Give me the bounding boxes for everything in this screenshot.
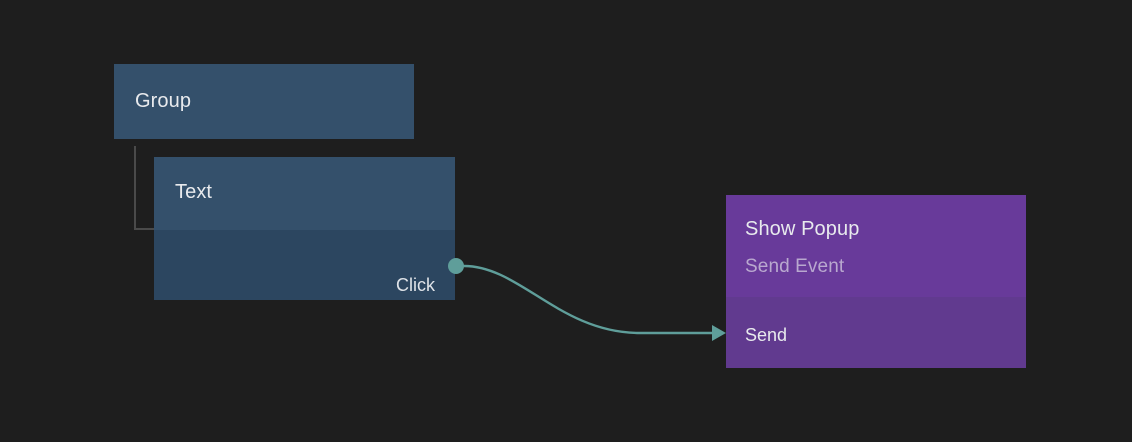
- text-node-title: Text: [175, 181, 213, 203]
- group-to-text-bracket: [134, 146, 156, 230]
- show-popup-node-header[interactable]: Show Popup Send Event: [726, 195, 1026, 297]
- text-node-output-port-click[interactable]: Click: [396, 274, 435, 296]
- text-node-body: Click: [154, 230, 455, 300]
- click-to-send-wire[interactable]: [462, 264, 724, 335]
- send-input-port-label: Send: [745, 325, 788, 345]
- group-node-title: Group: [135, 90, 192, 112]
- click-port-label: Click: [396, 275, 435, 295]
- show-popup-node-body: Send: [726, 297, 1026, 368]
- text-node[interactable]: Text Click: [154, 157, 455, 300]
- show-popup-node-title: Show Popup: [745, 218, 860, 240]
- show-popup-node[interactable]: Show Popup Send Event Send: [726, 195, 1026, 368]
- show-popup-node-subtitle: Send Event: [745, 256, 845, 277]
- click-port-dot[interactable]: [448, 258, 464, 274]
- click-to-send-arrowhead-icon: [712, 325, 726, 341]
- group-node[interactable]: Group: [114, 64, 414, 139]
- text-node-header[interactable]: Text: [154, 157, 455, 230]
